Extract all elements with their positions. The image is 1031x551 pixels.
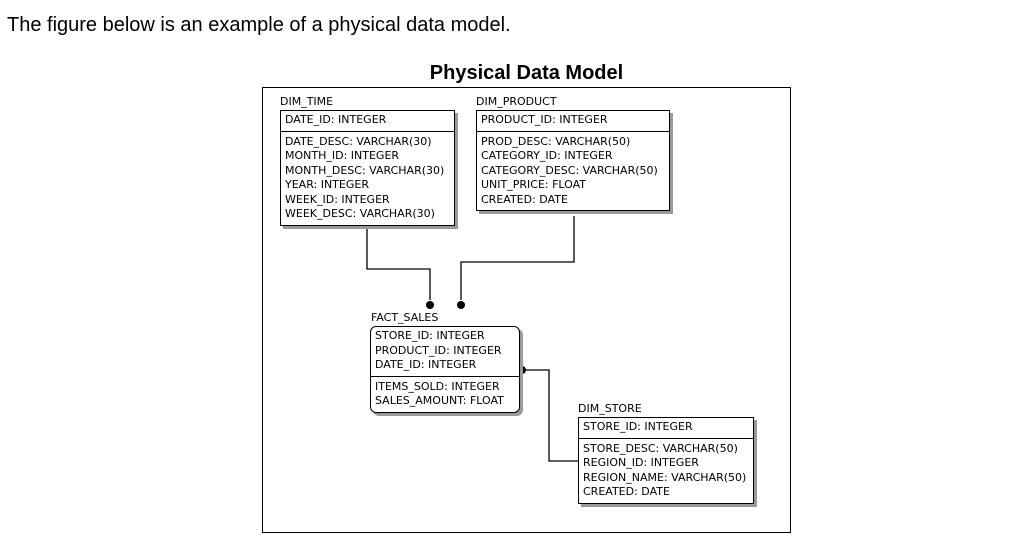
attribute-column: UNIT_PRICE: FLOAT [481, 178, 587, 191]
attribute-column: CATEGORY_DESC: VARCHAR(50) [481, 163, 658, 177]
intro-text: The figure below is an example of a phys… [7, 14, 511, 36]
entity-dim-time[interactable]: DATE_ID: INTEGER DATE_DESC: VARCHAR(30) … [280, 110, 455, 226]
entity-name-dim-store: DIM_STORE [578, 402, 642, 415]
primary-keys: STORE_ID: INTEGER [579, 418, 753, 439]
attribute-columns: PROD_DESC: VARCHAR(50) CATEGORY_ID: INTE… [477, 132, 669, 211]
key-column: PRODUCT_ID: INTEGER [375, 343, 502, 357]
entity-name-dim-time: DIM_TIME [280, 95, 334, 108]
relationship-time-sales [366, 228, 431, 300]
attribute-columns: DATE_DESC: VARCHAR(30) MONTH_ID: INTEGER… [281, 132, 454, 225]
attribute-column: WEEK_DESC: VARCHAR(30) [285, 207, 435, 220]
relationship-product-sales [460, 216, 575, 300]
attribute-column: WEEK_ID: INTEGER [285, 192, 390, 206]
entity-dim-store[interactable]: STORE_ID: INTEGER STORE_DESC: VARCHAR(50… [578, 417, 754, 504]
attribute-column: STORE_DESC: VARCHAR(50) [583, 441, 738, 455]
attribute-column: SALES_AMOUNT: FLOAT [375, 394, 504, 407]
key-column: DATE_ID: INTEGER [375, 358, 477, 371]
attribute-column: DATE_DESC: VARCHAR(30) [285, 134, 432, 148]
entity-name-fact-sales: FACT_SALES [371, 311, 439, 324]
attribute-column: MONTH_DESC: VARCHAR(30) [285, 163, 445, 177]
key-column: DATE_ID: INTEGER [285, 113, 387, 126]
attribute-columns: ITEMS_SOLD: INTEGER SALES_AMOUNT: FLOAT [371, 377, 519, 412]
relationship-store-sales [526, 369, 580, 462]
key-column: STORE_ID: INTEGER [375, 329, 485, 342]
attribute-column: CREATED: DATE [583, 485, 670, 498]
primary-keys: STORE_ID: INTEGER PRODUCT_ID: INTEGER DA… [371, 327, 519, 377]
attribute-column: REGION_NAME: VARCHAR(50) [583, 470, 747, 484]
key-column: PRODUCT_ID: INTEGER [481, 113, 608, 126]
key-column: STORE_ID: INTEGER [583, 420, 693, 433]
attribute-column: PROD_DESC: VARCHAR(50) [481, 134, 631, 148]
many-end-dot-time [426, 301, 434, 309]
diagram-frame [262, 87, 791, 533]
attribute-column: MONTH_ID: INTEGER [285, 149, 400, 162]
entity-name-dim-product: DIM_PRODUCT [476, 95, 557, 108]
attribute-column: YEAR: INTEGER [285, 178, 369, 191]
attribute-column: REGION_ID: INTEGER [583, 456, 699, 469]
attribute-columns: STORE_DESC: VARCHAR(50) REGION_ID: INTEG… [579, 439, 753, 503]
many-end-dot-store [518, 366, 526, 374]
attribute-column: CREATED: DATE [481, 192, 568, 206]
primary-keys: PRODUCT_ID: INTEGER [477, 111, 669, 132]
entity-fact-sales[interactable]: STORE_ID: INTEGER PRODUCT_ID: INTEGER DA… [370, 326, 520, 413]
primary-keys: DATE_ID: INTEGER [281, 111, 454, 132]
attribute-column: ITEMS_SOLD: INTEGER [375, 379, 500, 393]
diagram-title: Physical Data Model [429, 62, 624, 84]
attribute-column: CATEGORY_ID: INTEGER [481, 149, 613, 162]
many-end-dot-product [457, 301, 465, 309]
entity-dim-product[interactable]: PRODUCT_ID: INTEGER PROD_DESC: VARCHAR(5… [476, 110, 670, 211]
